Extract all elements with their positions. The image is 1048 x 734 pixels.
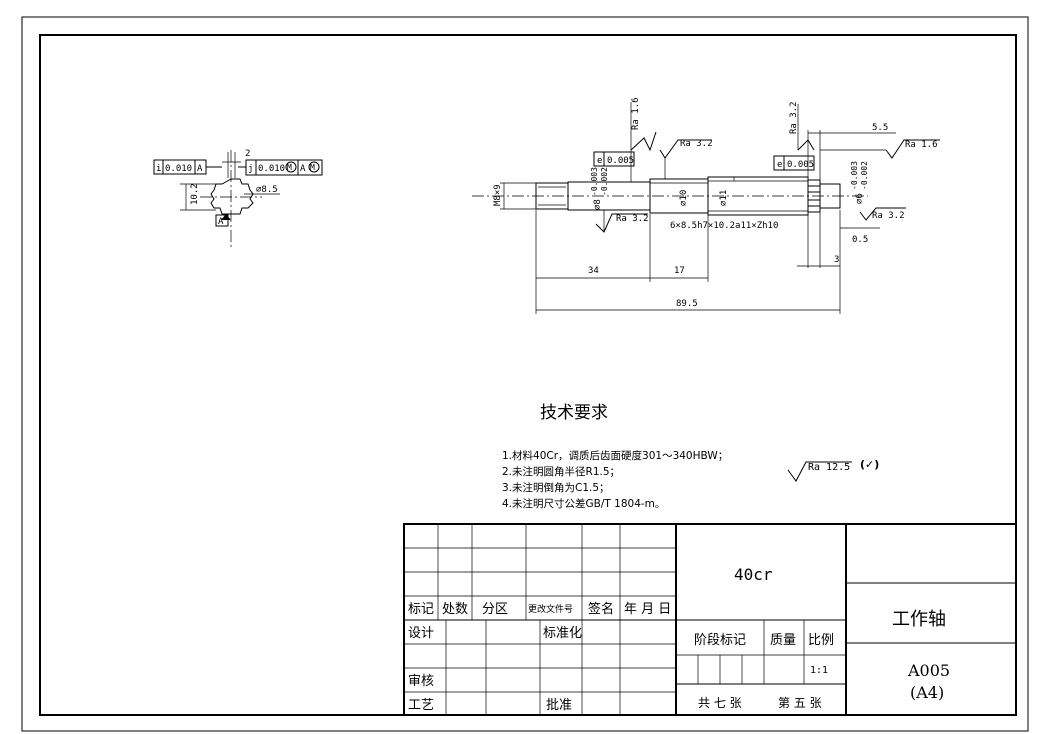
gdt-frame-2-datum: A xyxy=(300,164,306,174)
header-count: 处数 xyxy=(442,602,468,617)
datum-label: A xyxy=(218,217,224,227)
drawing-format: (A4) xyxy=(910,683,944,702)
gdt-frame-2-tol: 0.010 xyxy=(258,164,285,174)
general-mark: (✓) xyxy=(860,458,879,471)
datum-box xyxy=(215,214,229,227)
dim-0-5: 0.5 xyxy=(852,235,868,245)
spline-section xyxy=(210,178,254,215)
header-sign: 签名 xyxy=(588,601,614,617)
thread-label: M8×9 xyxy=(493,184,503,206)
gdt-frame-2-sym: j xyxy=(248,164,253,174)
tol-8-upper: -0.003 xyxy=(590,167,599,196)
general-roughness: Ra 12.5 xyxy=(808,462,850,473)
dim-height: 10.2 xyxy=(190,183,200,205)
ra-top-left: Ra 1.6 xyxy=(631,97,641,130)
label-process: 工艺 xyxy=(408,698,434,713)
gdt-frame-1-sym: i xyxy=(156,164,161,174)
gdt-frame-right-tol: 0.005 xyxy=(787,160,814,170)
section-view: i 0.010 A j 0.010 M A M 2 10.2 ⌀8.5 xyxy=(153,149,323,250)
requirements-title: 技术要求 xyxy=(540,403,608,423)
ra-bottom-left: Ra 3.2 xyxy=(616,214,649,224)
dim-3: 3 xyxy=(834,255,839,265)
dia-10: ⌀10 xyxy=(679,190,689,206)
dia-8: ⌀8 xyxy=(593,199,603,210)
tol-6-upper: -0.003 xyxy=(850,161,859,190)
ra-right-top2: Ra 1.6 xyxy=(905,140,938,150)
tol-8-lower: -0.002 xyxy=(600,167,609,196)
gdt-frame-1-datum: A xyxy=(197,164,203,174)
label-scale: 比例 xyxy=(808,633,834,648)
header-change-doc: 更改文件号 xyxy=(528,603,573,615)
dim-34: 34 xyxy=(588,266,599,276)
dia-6: ⌀6 xyxy=(855,193,865,204)
gdt-frame-1-tol: 0.010 xyxy=(165,164,192,174)
drawing-number: A005 xyxy=(907,661,950,680)
dim-width: 2 xyxy=(245,149,250,159)
label-design: 设计 xyxy=(408,626,434,641)
label-approve: 批准 xyxy=(546,698,572,713)
label-check: 审核 xyxy=(408,674,434,689)
gdt-frame-left-tol: 0.005 xyxy=(607,156,634,166)
outer-border xyxy=(21,16,1029,732)
header-date: 年 月 日 xyxy=(624,602,671,617)
material: 40cr xyxy=(734,565,773,584)
requirement-4: 4.未注明尺寸公差GB/T 1804-m。 xyxy=(502,497,665,510)
sheets-total: 共 七 张 xyxy=(698,696,742,710)
label-weight: 质量 xyxy=(770,633,796,648)
dim-dia: ⌀8.5 xyxy=(256,185,278,195)
technical-requirements: 技术要求 1.材料40Cr，调质后齿面硬度301～340HBW； 2.未注明圆角… xyxy=(502,403,879,510)
ra-mid-top: Ra 3.2 xyxy=(680,139,713,149)
gdt-frame-left xyxy=(593,151,635,167)
shaft-view: M8×9 Ra 1.6 e 0.005 Ra 3.2 ⌀8 -0.003 -0.… xyxy=(472,97,940,314)
gdt-frame-right xyxy=(773,155,815,171)
requirement-1: 1.材料40Cr，调质后齿面硬度301～340HBW； xyxy=(502,449,728,462)
ra-right-top: Ra 3.2 xyxy=(789,101,799,134)
requirement-3: 3.未注明倒角为C1.5； xyxy=(502,481,610,494)
label-standardize: 标准化 xyxy=(543,626,582,641)
dia-11: ⌀11 xyxy=(719,190,729,206)
label-stage-mark: 阶段标记 xyxy=(694,633,746,648)
sheet-number: 第 五 张 xyxy=(778,696,822,710)
dim-17: 17 xyxy=(674,266,685,276)
tol-6-lower: -0.002 xyxy=(860,161,869,190)
dim-total: 89.5 xyxy=(676,299,698,309)
part-name: 工作轴 xyxy=(892,609,946,630)
header-mark: 标记 xyxy=(408,602,434,617)
spline-spec: 6×8.5h7×10.2a11×Zh10 xyxy=(670,221,778,231)
title-block: 标记 处数 分区 更改文件号 签名 年 月 日 设计 标准化 审核 工艺 批准 … xyxy=(403,523,1017,716)
scale-value: 1:1 xyxy=(810,665,828,676)
gdt-frame-2-datum-mod: M xyxy=(310,163,315,172)
requirement-2: 2.未注明圆角半径R1.5； xyxy=(502,465,620,478)
gdt-frame-right-sym: e xyxy=(777,160,782,170)
header-zone: 分区 xyxy=(482,602,508,617)
gdt-frame-2-mod: M xyxy=(287,163,292,172)
ra-right-bottom: Ra 3.2 xyxy=(872,211,905,221)
gdt-frame-left-sym: e xyxy=(597,156,602,166)
dim-5-5: 5.5 xyxy=(872,123,888,133)
